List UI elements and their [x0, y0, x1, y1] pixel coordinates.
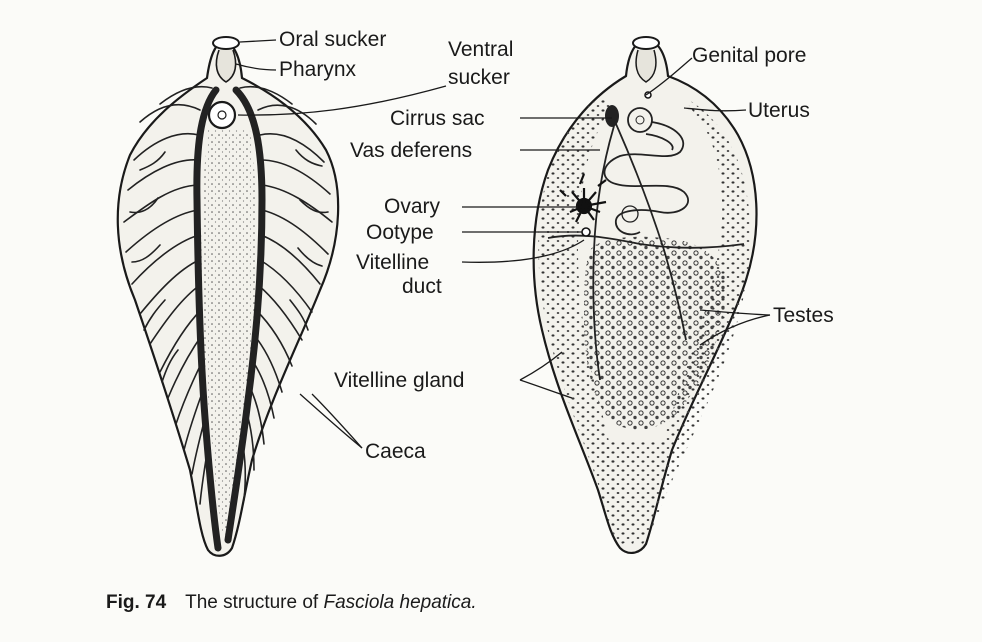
vas-deferens-2: [615, 123, 687, 341]
label-ventral-sucker-line2: sucker: [448, 66, 510, 89]
ootype: [581, 227, 591, 237]
caption-text: The structure of: [185, 592, 319, 613]
ventral-sucker: [207, 100, 237, 130]
figure-caption: Fig. 74 The structure of Fasciola hepati…: [106, 592, 477, 614]
genital-pore: [644, 91, 652, 99]
figure-number: Fig. 74: [106, 592, 167, 613]
leader-lines: [235, 39, 771, 449]
label-vitelline-duct-line1: Vitelline: [356, 251, 429, 274]
testes: [584, 236, 727, 430]
label-pharynx: Pharynx: [279, 58, 357, 81]
caeca-branches-right: [241, 104, 333, 501]
label-genital-pore: Genital pore: [692, 44, 806, 67]
label-ovary: Ovary: [384, 195, 441, 218]
caeca-branches-left: [123, 103, 210, 505]
label-caeca: Caeca: [365, 440, 426, 463]
caecum-left: [193, 86, 222, 552]
pharynx: [215, 49, 237, 83]
right-worm-reproductive: [532, 36, 758, 554]
label-oral-sucker: Oral sucker: [279, 28, 386, 51]
label-vas-deferens: Vas deferens: [350, 139, 472, 162]
vitelline-gland-posterior: [596, 440, 668, 546]
vas-deferens: [592, 125, 615, 381]
label-ootype: Ootype: [366, 221, 434, 244]
vitelline-gland-left-band: [538, 96, 630, 545]
vitelline-transverse-duct: [547, 234, 745, 249]
oral-sucker: [212, 36, 240, 50]
caption-species: Fasciola hepatica.: [323, 592, 477, 613]
uterus: [603, 107, 690, 236]
right-oral-sucker: [632, 36, 660, 50]
label-vitelline-duct-line2: duct: [402, 275, 442, 298]
anterior-branches: [159, 86, 293, 105]
label-vitelline-gland: Vitelline gland: [334, 369, 464, 392]
left-worm-parenchyma: [201, 130, 257, 545]
cirrus-sac: [605, 105, 619, 127]
label-testes: Testes: [773, 304, 834, 327]
left-worm-digestive: [116, 36, 340, 557]
label-ventral-sucker-line1: Ventral: [448, 38, 513, 61]
label-cirrus-sac: Cirrus sac: [390, 107, 485, 130]
label-uterus: Uterus: [748, 99, 810, 122]
ovary: [559, 173, 607, 223]
